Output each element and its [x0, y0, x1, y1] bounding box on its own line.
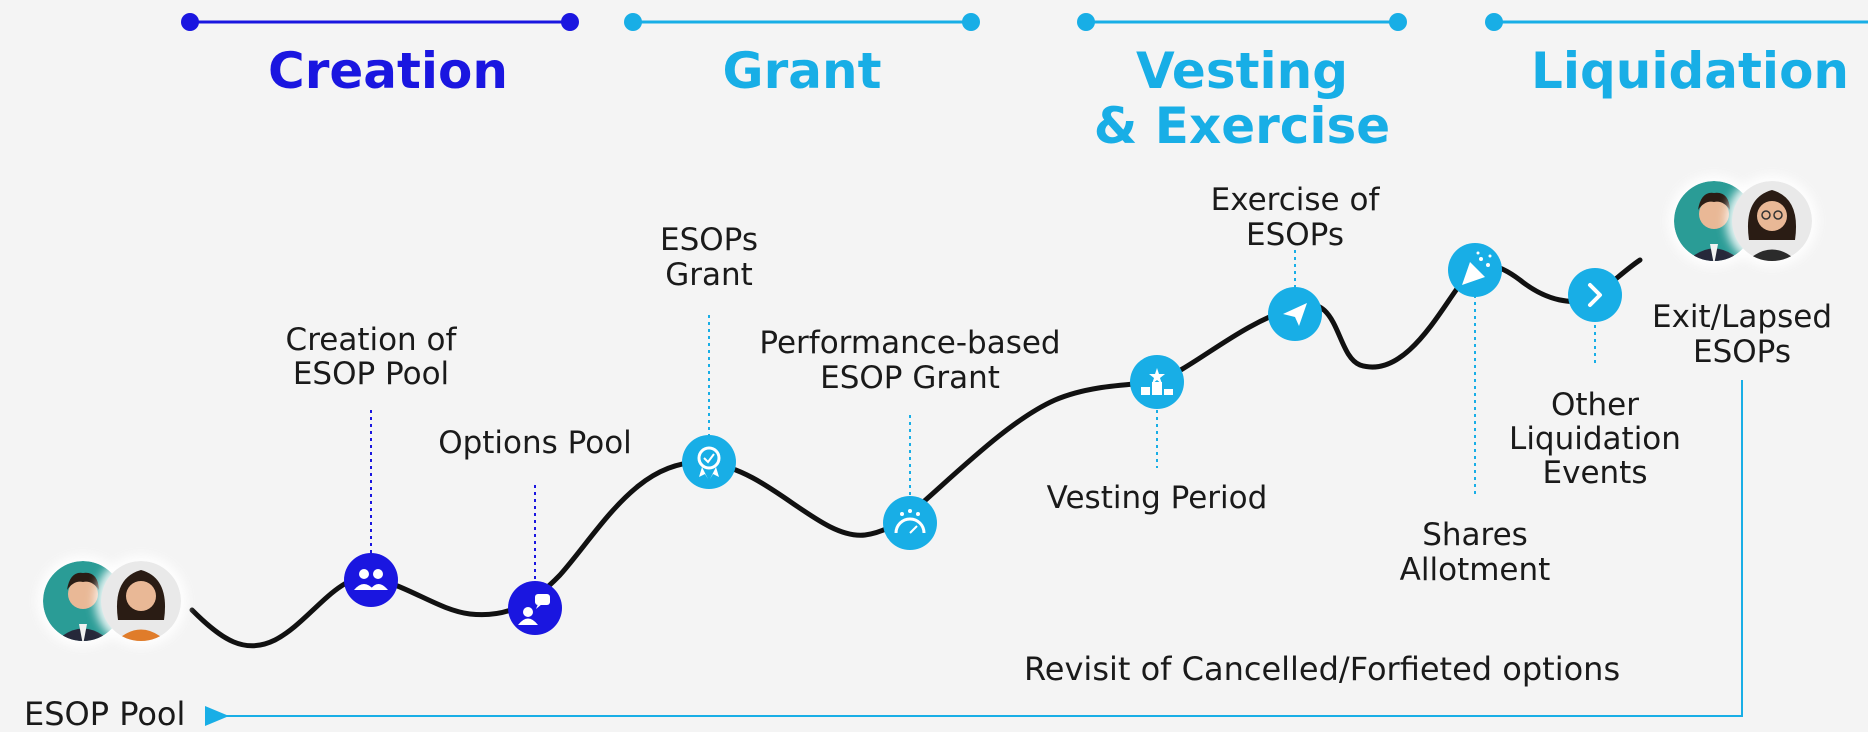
party-popper-icon	[1462, 251, 1492, 285]
step-marker-options-pool	[508, 581, 562, 635]
phase-bar-grant	[624, 13, 980, 31]
avatar-group-end	[1668, 175, 1818, 267]
gauge-icon	[894, 509, 926, 534]
phase-bar-liquidation	[1485, 13, 1868, 31]
podium-icon	[1141, 368, 1173, 395]
avatar	[101, 561, 181, 641]
step-label-exercise-line1: Exercise of	[1211, 182, 1381, 218]
step-label-other-line2: Liquidation	[1509, 421, 1681, 457]
step-label-creation-line2: ESOP Pool	[293, 356, 449, 392]
step-label-creation-line1: Creation of	[286, 322, 458, 358]
step-label-vesting-period: Vesting Period	[1047, 480, 1268, 516]
phase-title-vesting: Vesting	[1136, 42, 1348, 100]
step-marker-creation-of-esop-pool	[344, 553, 398, 607]
step-label-performance-line1: Performance-based	[759, 325, 1060, 361]
users-icon	[354, 569, 388, 590]
end-label-line1: Exit/Lapsed	[1652, 299, 1832, 335]
step-marker-esops-grant	[682, 435, 736, 489]
step-label-performance-line2: ESOP Grant	[820, 360, 1000, 396]
step-label-shares-line2: Allotment	[1400, 552, 1551, 588]
chevron-right-icon	[1588, 283, 1602, 307]
phase-title-exercise: & Exercise	[1094, 97, 1390, 155]
step-marker-shares-allotment	[1448, 243, 1502, 297]
step-marker-exercise-of-esops	[1268, 287, 1322, 341]
phase-title-liquidation: Liquidation	[1531, 42, 1849, 100]
step-label-options-pool: Options Pool	[438, 425, 632, 461]
step-label-other-line1: Other	[1551, 387, 1639, 423]
revisit-label: Revisit of Cancelled/Forfieted options	[1024, 650, 1620, 688]
avatar	[1732, 181, 1812, 261]
user-chat-icon	[518, 594, 550, 625]
paper-plane-icon	[1283, 303, 1307, 326]
phase-bar-vesting	[1077, 13, 1407, 31]
step-marker-performance-grant	[883, 496, 937, 550]
step-label-other-line3: Events	[1543, 455, 1648, 491]
step-label-shares-line1: Shares	[1422, 517, 1528, 553]
step-label-esops-grant-line1: ESOPs	[660, 222, 758, 258]
award-badge-icon	[697, 446, 721, 479]
step-label-esops-grant-line2: Grant	[665, 257, 753, 293]
esop-pool-label: ESOP Pool	[24, 695, 185, 732]
phase-bar-creation	[181, 13, 579, 31]
lifecycle-curve	[189, 257, 1643, 649]
phase-title-grant: Grant	[723, 42, 882, 100]
avatar-group-start	[37, 555, 187, 647]
step-marker-other-liquidation-events	[1568, 268, 1622, 322]
phase-title-creation: Creation	[268, 42, 508, 100]
step-label-exercise-line2: ESOPs	[1246, 217, 1344, 253]
step-marker-vesting-period	[1130, 355, 1184, 409]
return-arrow	[205, 380, 1743, 726]
end-label-line2: ESOPs	[1693, 334, 1791, 370]
